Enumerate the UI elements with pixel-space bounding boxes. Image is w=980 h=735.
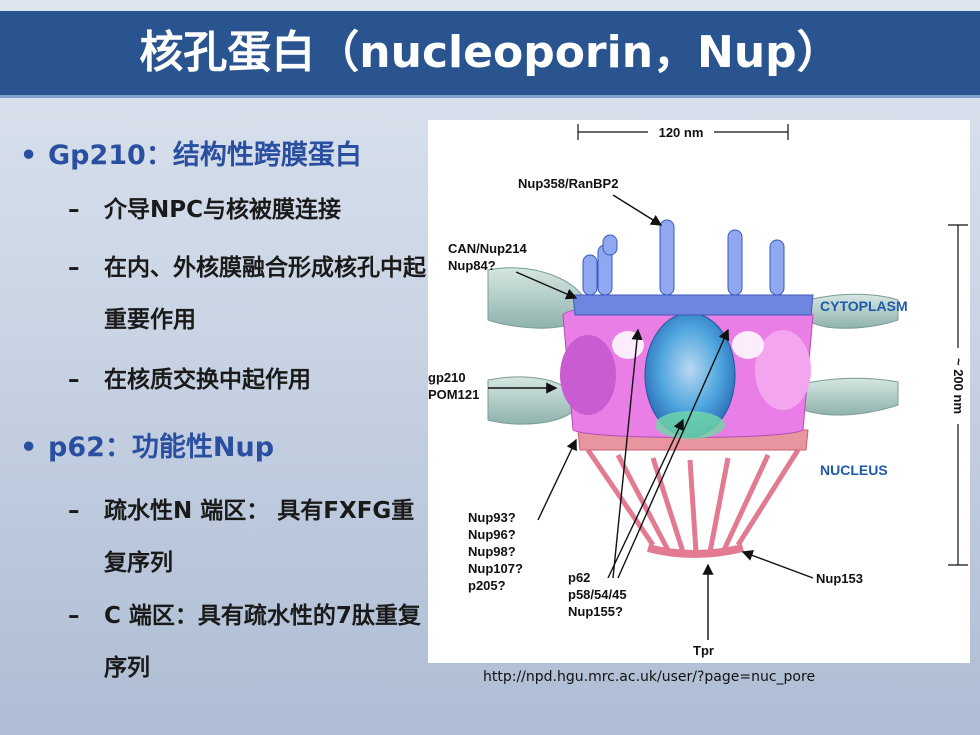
- label-nup155: Nup155?: [568, 604, 623, 619]
- nuclear-pore-figure: 120 nm ~ 200 nm: [428, 120, 970, 663]
- sub-bullet-text: 在内、外核膜融合形成核孔中起重要作用: [104, 255, 426, 333]
- slide-title: 核孔蛋白（nucleoporin，Nup）: [139, 27, 841, 78]
- scale-bar-200: ~ 200 nm: [948, 224, 968, 566]
- sub-bullet-text: C 端区：具有疏水性的7肽重复序列: [104, 603, 421, 681]
- label-arrows: [488, 194, 814, 640]
- cytoplasmic-filaments: [582, 219, 785, 296]
- cytoplasmic-ring: [572, 294, 814, 316]
- label-nup107: Nup107?: [468, 561, 523, 576]
- bullet-gp210: • Gp210：结构性跨膜蛋白: [20, 133, 362, 172]
- label-p58: p58/54/45: [568, 587, 627, 602]
- sub-bullet-marker: –: [68, 197, 80, 223]
- label-nucleus: NUCLEUS: [820, 462, 888, 478]
- bullet-marker: •: [20, 140, 38, 171]
- spoke-right: [755, 330, 811, 410]
- nuclear-basket: [585, 448, 801, 558]
- bullet-text: p62：功能性Nup: [48, 432, 275, 463]
- spoke-left: [560, 335, 616, 415]
- label-p62: p62: [568, 570, 590, 585]
- bullet-text: Gp210：结构性跨膜蛋白: [48, 140, 362, 171]
- sub-bullet-marker: –: [68, 367, 80, 393]
- label-gp210: gp210: [428, 370, 466, 385]
- label-nup93: Nup93?: [468, 510, 516, 525]
- title-bar: 核孔蛋白（nucleoporin，Nup）: [0, 11, 980, 98]
- scale-bar-120: 120 nm: [577, 123, 789, 141]
- inner-membrane-right: [797, 377, 899, 416]
- sub-bullet-text: 介导NPC与核被膜连接: [104, 197, 341, 223]
- label-nup84: Nup84?: [448, 258, 496, 273]
- sub-bullet-marker: –: [68, 255, 80, 281]
- figure-source-url: http://npd.hgu.mrc.ac.uk/user/?page=nuc_…: [483, 669, 816, 685]
- label-can-nup214: CAN/Nup214: [448, 241, 528, 256]
- bullet-p62: • p62：功能性Nup: [20, 425, 274, 464]
- label-nup153: Nup153: [816, 571, 863, 586]
- label-nup96: Nup96?: [468, 527, 516, 542]
- sub-bullet-text: 在核质交换中起作用: [104, 367, 311, 393]
- label-tpr: Tpr: [693, 643, 714, 658]
- label-nup98: Nup98?: [468, 544, 516, 559]
- label-cytoplasm: CYTOPLASM: [820, 298, 908, 314]
- sub-bullet-marker: –: [68, 498, 80, 524]
- sub-bullet-marker: –: [68, 603, 80, 629]
- scale-200-label: ~ 200 nm: [951, 358, 966, 414]
- bullet-marker: •: [20, 432, 38, 463]
- scale-120-label: 120 nm: [659, 125, 704, 140]
- label-nup358: Nup358/RanBP2: [518, 176, 618, 191]
- label-p205: p205?: [468, 578, 506, 593]
- nuclear-pore-diagram: 120 nm ~ 200 nm: [428, 123, 968, 658]
- label-pom121: POM121: [428, 387, 479, 402]
- sub-bullet-text: 疏水性N 端区： 具有FXFG重复序列: [104, 498, 415, 576]
- outer-membrane-right: [807, 293, 899, 329]
